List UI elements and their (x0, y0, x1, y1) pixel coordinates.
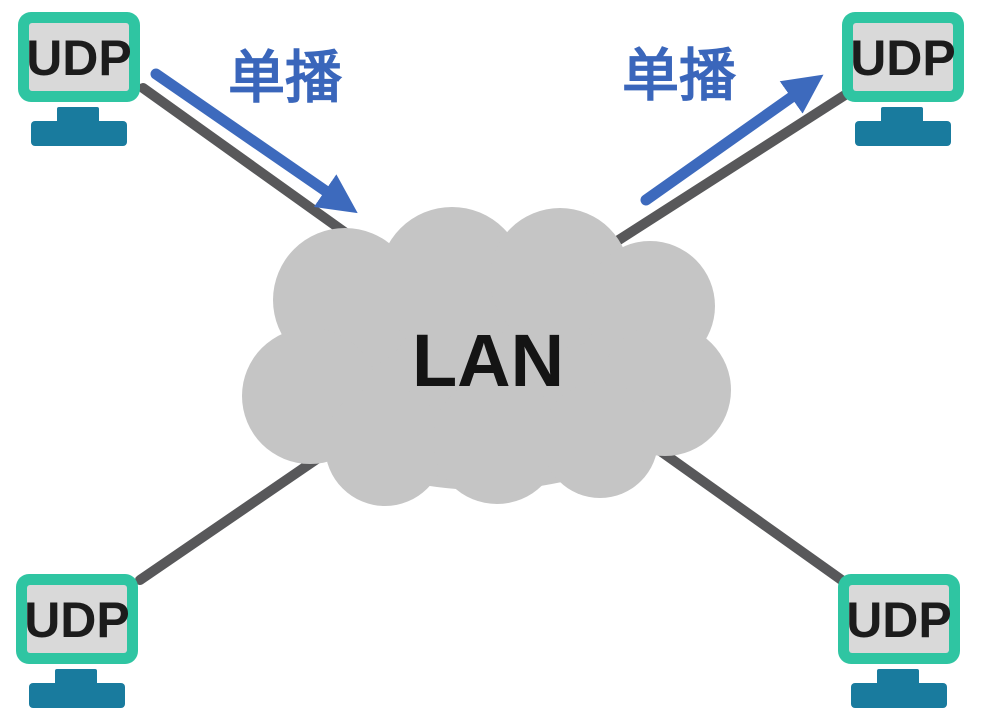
host-top-left: UDP (18, 12, 140, 146)
unicast-label-right: 单播 (622, 44, 737, 108)
monitor-screen (849, 585, 949, 653)
node-label: UDP (24, 592, 130, 648)
monitor-screen (29, 23, 129, 91)
host-bottom-left: UDP (16, 574, 138, 708)
monitor-stand-base (31, 121, 127, 146)
monitor-screen (853, 23, 953, 91)
unicast-arrows (150, 68, 824, 214)
monitor-stand-neck (57, 107, 99, 123)
host-bottom-right: UDP (838, 574, 960, 708)
line-bottom-left (135, 445, 335, 585)
monitor-stand-base (851, 683, 947, 708)
lan-label: LAN (412, 319, 564, 402)
lan-cloud-icon (242, 207, 731, 506)
monitor-screen (27, 585, 127, 653)
node-label: UDP (26, 30, 132, 86)
line-top-right (595, 90, 850, 257)
node-label: UDP (850, 30, 956, 86)
node-label: UDP (846, 592, 952, 648)
monitor-stand-base (29, 683, 125, 708)
monitor-stand-base (855, 121, 951, 146)
unicast-label-left: 单播 (228, 46, 343, 110)
monitor-stand-neck (881, 107, 923, 123)
unicast-arrow-left-icon (150, 68, 358, 214)
monitor-stand-neck (877, 669, 919, 685)
monitor-stand-neck (55, 669, 97, 685)
unicast-arrow-right-icon (640, 74, 824, 206)
host-top-right: UDP (842, 12, 964, 146)
